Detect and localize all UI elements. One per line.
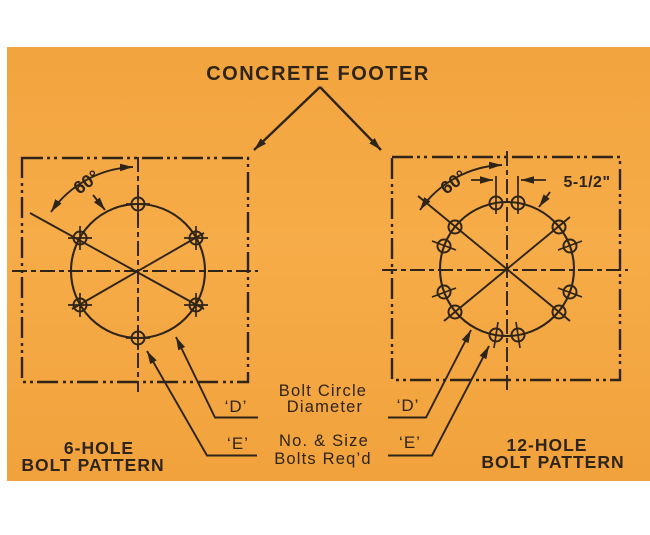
bolt-circle-right bbox=[438, 200, 576, 338]
bolt-hole bbox=[184, 226, 208, 250]
label-e-left: ‘E’ bbox=[227, 434, 249, 453]
angle-arc-right bbox=[419, 161, 503, 211]
leader-d-left bbox=[175, 336, 258, 419]
pattern-captions: 6-HOLE BOLT PATTERN 12-HOLE BOLT PATTERN bbox=[21, 435, 624, 475]
twelve-hole-caption-line2: BOLT PATTERN bbox=[481, 452, 624, 472]
bolt-hole bbox=[68, 226, 92, 250]
hole-tick bbox=[557, 240, 583, 251]
hole-tick bbox=[557, 287, 583, 298]
leader-e-right bbox=[388, 345, 490, 457]
bolt-circle-caption-line2: Diameter bbox=[287, 398, 364, 416]
spacing-label: 5-1/2" bbox=[563, 174, 610, 191]
label-e-right: ‘E’ bbox=[399, 433, 421, 452]
bolt-hole bbox=[184, 293, 208, 317]
bolt-hole bbox=[126, 326, 150, 350]
page-title: CONCRETE FOOTER bbox=[206, 63, 430, 85]
label-d-left: ‘D’ bbox=[225, 397, 248, 416]
hole-tick bbox=[515, 321, 521, 349]
hole-ticks-right bbox=[431, 240, 583, 349]
bolts-req-caption-line2: Bolts Req’d bbox=[274, 450, 372, 468]
bolt-hole bbox=[562, 238, 578, 254]
bolt-hole bbox=[551, 304, 567, 320]
six-hole-caption-line1: 6-HOLE bbox=[64, 438, 134, 458]
footer-outline-right bbox=[390, 155, 622, 382]
leader-e-left bbox=[146, 350, 257, 457]
bolt-hole bbox=[447, 304, 463, 320]
spoke-30-210 bbox=[71, 232, 205, 310]
six-hole-caption-line2: BOLT PATTERN bbox=[21, 455, 164, 475]
title-arrow-right bbox=[319, 86, 382, 151]
bolt-circle-caption-line1: Bolt Circle bbox=[279, 382, 367, 400]
label-d-right: ‘D’ bbox=[397, 396, 420, 415]
bolt-holes-right bbox=[436, 195, 578, 343]
bolt-hole bbox=[447, 219, 463, 235]
angle-arc-left bbox=[50, 163, 134, 213]
footer-outline-left bbox=[20, 156, 250, 384]
circle-pointer-arrow-left bbox=[92, 194, 106, 211]
bolt-hole bbox=[68, 293, 92, 317]
circle-pointer-arrow-right bbox=[538, 191, 551, 208]
hole-tick bbox=[493, 321, 499, 349]
spoke-40-220 bbox=[443, 216, 571, 322]
title-group: CONCRETE FOOTER bbox=[206, 63, 430, 151]
orange-paper bbox=[7, 47, 650, 481]
spoke-140-320 bbox=[417, 195, 571, 322]
bolts-req-caption-line1: No. & Size bbox=[279, 432, 369, 450]
bolt-hole bbox=[510, 327, 526, 343]
hole-tick bbox=[431, 287, 457, 298]
hole-tick bbox=[431, 240, 457, 251]
bolt-hole bbox=[488, 327, 504, 343]
title-arrow-left bbox=[253, 86, 321, 151]
bolt-hole bbox=[562, 284, 578, 300]
spacing-dimension: 5-1/2" bbox=[471, 174, 610, 214]
bolt-hole bbox=[436, 238, 452, 254]
leader-d-right bbox=[388, 329, 472, 419]
bolt-hole bbox=[551, 219, 567, 235]
bolt-hole bbox=[436, 284, 452, 300]
spoke-150-330 bbox=[29, 212, 205, 310]
leader-annotations: ‘D’ ‘E’ ‘D’ ‘E’ Bolt Circle Diameter No.… bbox=[146, 329, 490, 468]
twelve-hole-caption-line1: 12-HOLE bbox=[507, 435, 588, 455]
